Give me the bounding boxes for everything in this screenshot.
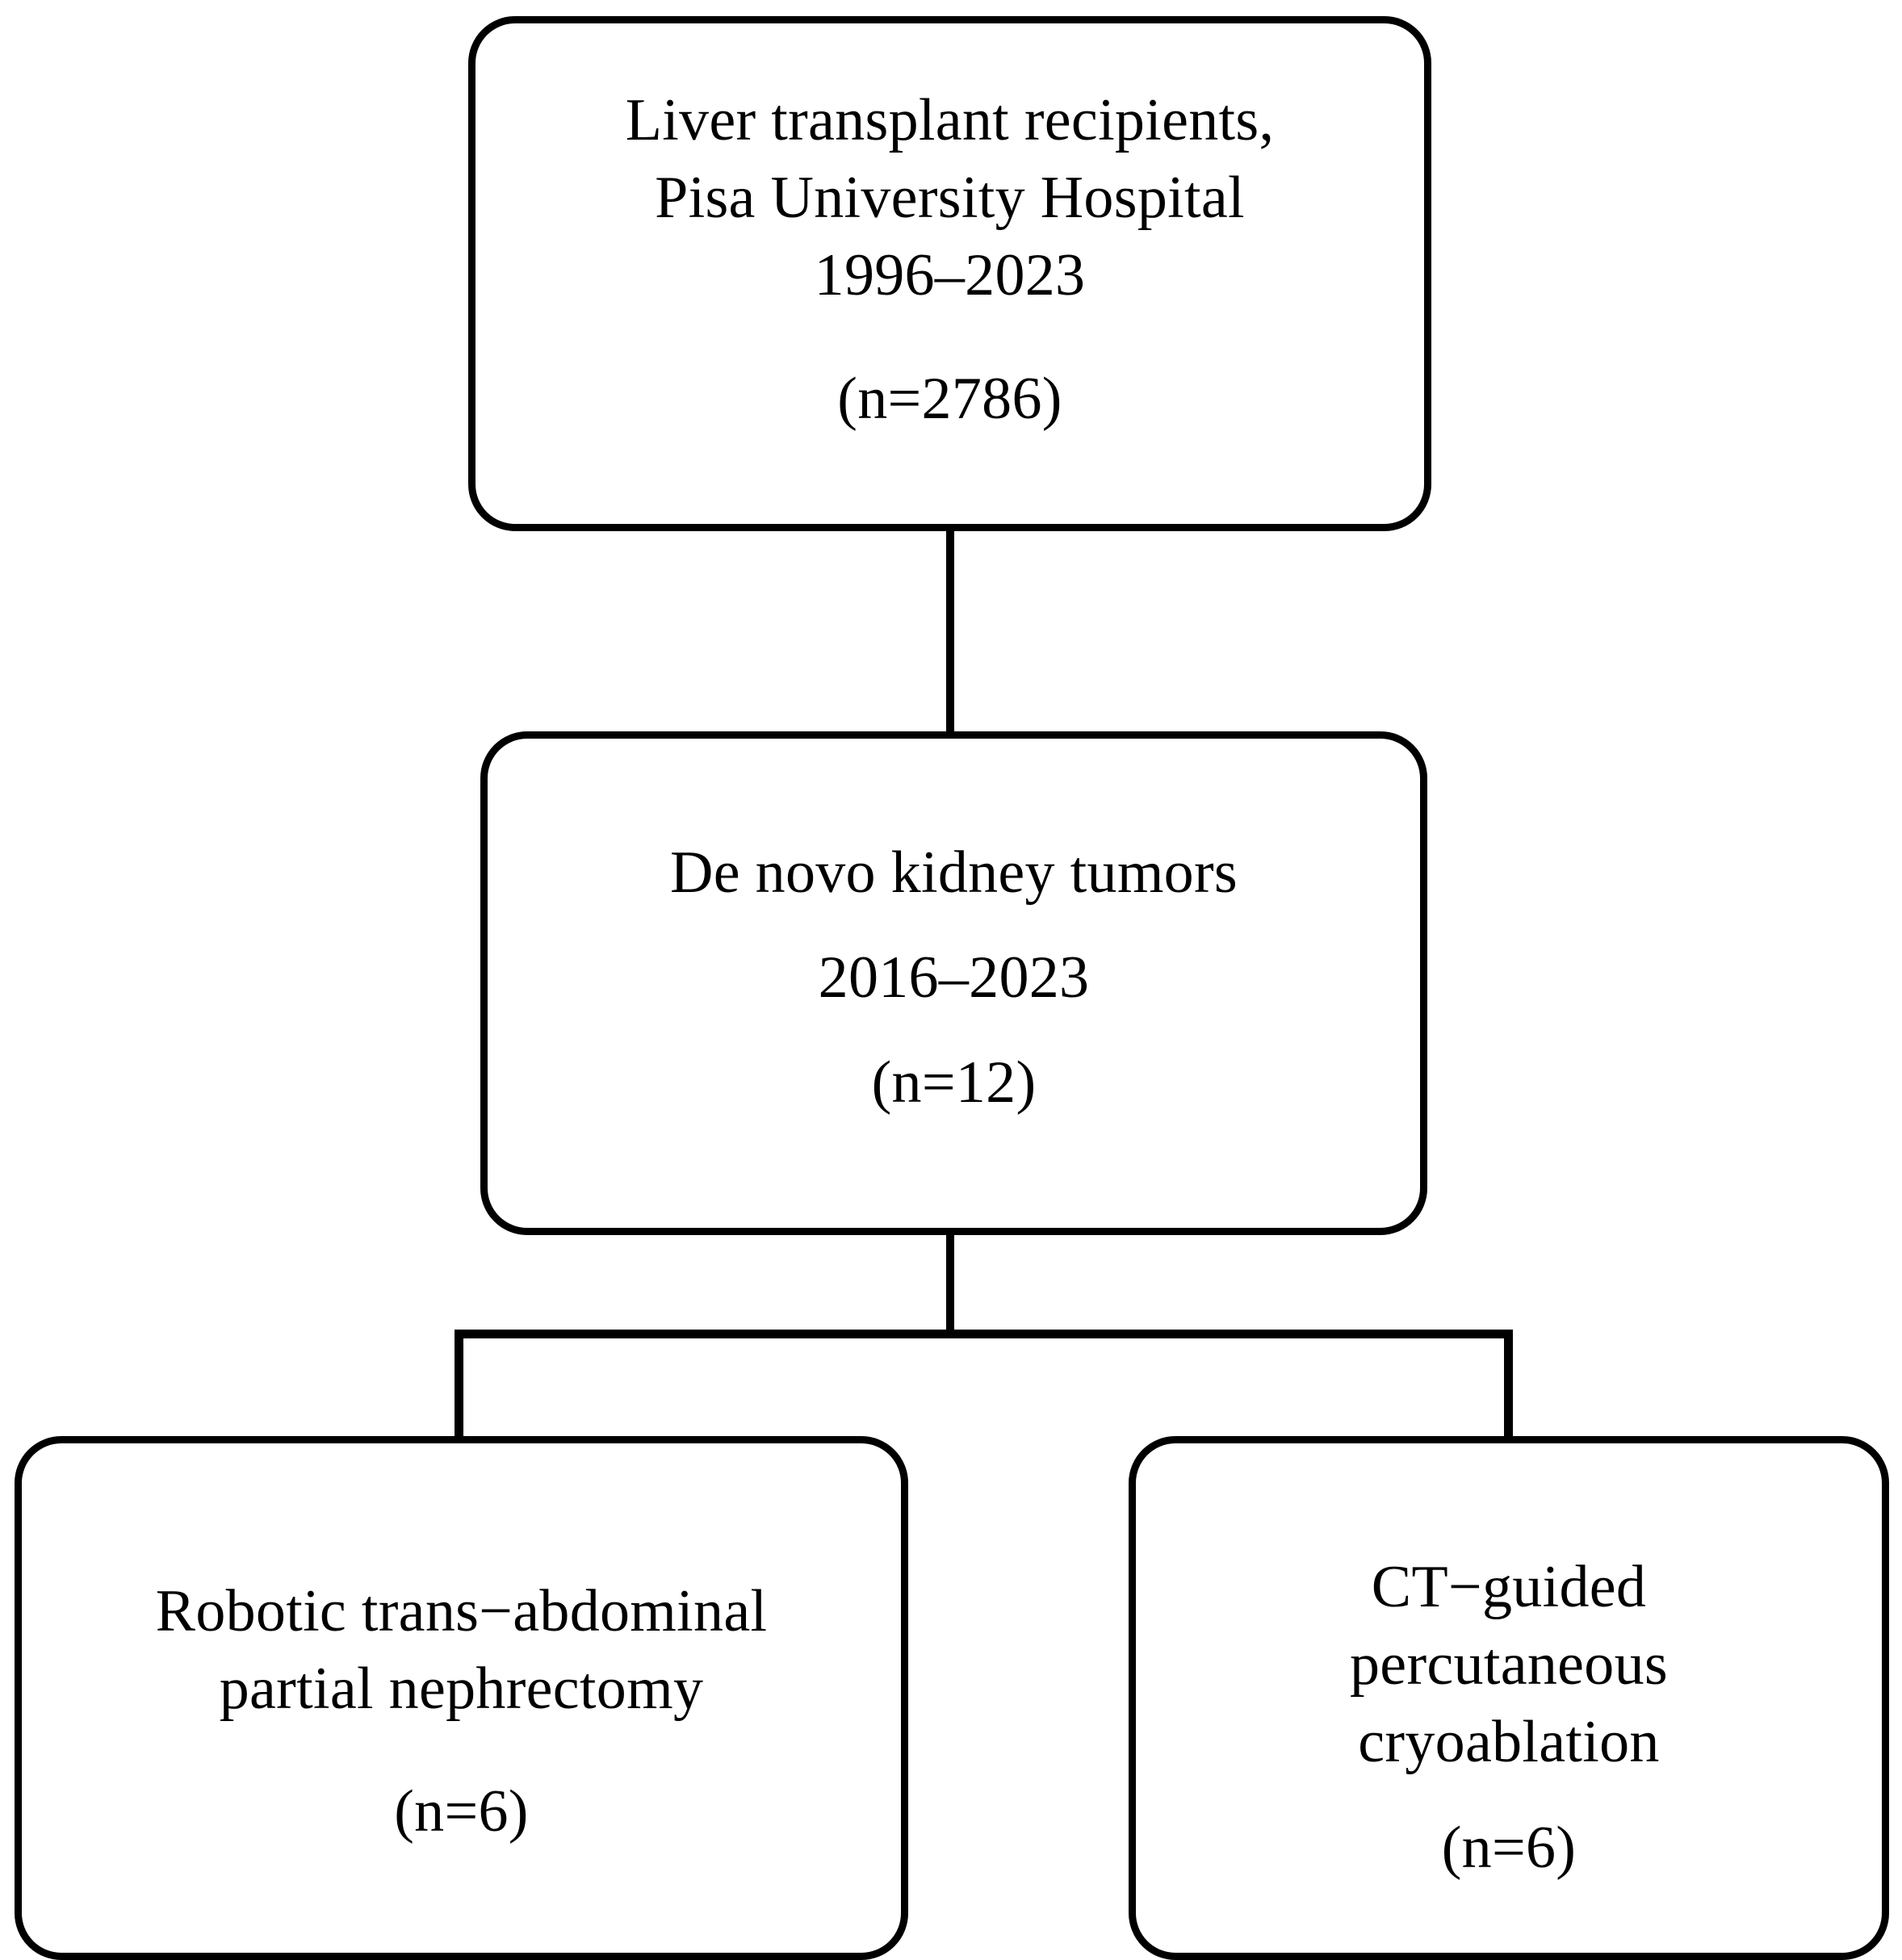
- node-cryo-count: (n=6): [1441, 1814, 1577, 1881]
- robotic-partial-nephrectomy-node[interactable]: Robotic trans−abdominal partial nephrect…: [15, 1436, 908, 1960]
- connector-root-to-denovo: [946, 529, 954, 735]
- node-root-line-1: Liver transplant recipients,: [625, 87, 1275, 153]
- ct-guided-cryoablation-node[interactable]: CT−guided percutaneous cryoablation (n=6…: [1129, 1436, 1889, 1960]
- connector-split-to-cryoablation: [1504, 1330, 1513, 1440]
- node-cryo-line-2: percutaneous: [1350, 1631, 1668, 1698]
- de-novo-kidney-tumors-node[interactable]: De novo kidney tumors 2016–2023 (n=12): [480, 731, 1427, 1235]
- node-denovo-line-2: 2016–2023: [818, 944, 1090, 1011]
- node-denovo-count: (n=12): [871, 1049, 1037, 1116]
- node-denovo-line-1: De novo kidney tumors: [669, 840, 1238, 906]
- liver-transplant-recipients-node[interactable]: Liver transplant recipients, Pisa Univer…: [468, 16, 1431, 531]
- node-cryo-line-3: cryoablation: [1358, 1709, 1660, 1776]
- node-robotic-line-2: partial nephrectomy: [219, 1656, 704, 1723]
- connector-split-to-robotic: [455, 1330, 463, 1440]
- connector-denovo-to-split: [946, 1231, 954, 1338]
- node-root-line-2: Pisa University Hospital: [655, 165, 1245, 232]
- node-robotic-count: (n=6): [394, 1778, 529, 1845]
- node-cryo-line-1: CT−guided: [1371, 1554, 1647, 1620]
- node-robotic-line-1: Robotic trans−abdominal: [155, 1578, 768, 1644]
- node-root-line-3: 1996–2023: [814, 242, 1086, 309]
- connector-split-horizontal-bar: [455, 1330, 1513, 1338]
- node-root-count: (n=2786): [837, 365, 1062, 432]
